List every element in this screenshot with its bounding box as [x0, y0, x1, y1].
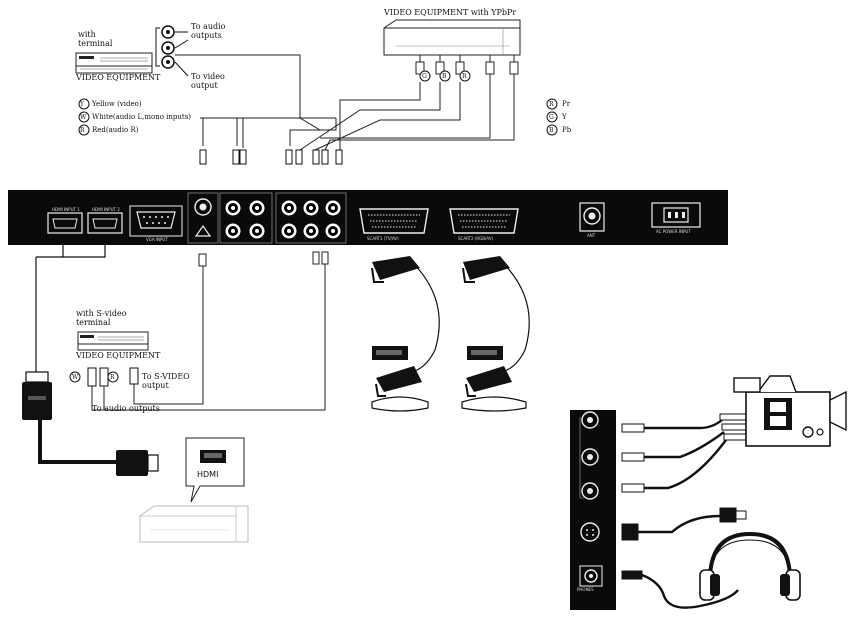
side-cables — [638, 419, 739, 609]
top-plugs — [199, 149, 343, 165]
ypbpr-legend-mark-pr: R — [549, 101, 554, 108]
hdmi-cable — [35, 245, 120, 464]
hdmi-plug-upper — [22, 371, 52, 420]
top-cables — [175, 54, 337, 148]
svideo-to-audio: To audio outputs — [92, 404, 160, 413]
hdmi-callout-label: HDMI — [197, 470, 219, 479]
hdmi-callout — [185, 437, 245, 503]
legend-mark-r: R — [80, 127, 85, 134]
legend-text-w: White(audio L,mono inputs) — [92, 113, 192, 121]
top-device-name: VIDEO EQUIPMENT — [76, 73, 161, 82]
side-panel — [570, 410, 616, 610]
ypbpr-plug-markers — [419, 70, 471, 82]
hdmi1-label: HDMI INPUT 1 — [52, 207, 80, 212]
top-device-with-terminal: with terminal — [78, 30, 113, 48]
top-vga-device — [75, 52, 153, 74]
svideo-plugs — [69, 367, 139, 387]
svideo-plug-w: W — [72, 374, 79, 381]
tv-back-panel — [8, 190, 728, 245]
ant-label: ANT — [587, 233, 596, 238]
ypbpr-legend-text-pb: Pb — [562, 126, 572, 134]
ypbpr-legend-marks — [546, 98, 558, 136]
ypbpr-cables — [299, 55, 519, 151]
ypbpr-plug-r: R — [462, 73, 467, 80]
ypbpr-device — [383, 19, 521, 56]
svideo-with-terminal: with S-video terminal — [76, 309, 127, 327]
headphones — [699, 531, 801, 601]
ypbpr-title: VIDEO EQUIPMENT with YPbPr — [384, 8, 517, 17]
svideo-device-name: VIDEO EQUIPMENT — [76, 351, 161, 360]
ypbpr-plug-g: G — [422, 73, 427, 80]
ypbpr-plug-b: B — [442, 73, 447, 80]
scart2-label: SCART2 (RGB/AV) — [458, 236, 494, 241]
vga-label: VGA INPUT — [146, 237, 168, 242]
ypbpr-legend-text-y: Y — [562, 113, 567, 121]
svideo-device — [77, 331, 149, 351]
hdmi-source-device — [139, 505, 249, 543]
scart-cable-1 — [371, 256, 440, 412]
top-legend-marks — [78, 98, 90, 136]
top-device-jacks — [155, 25, 189, 77]
camera-plugs — [719, 413, 751, 523]
camcorder — [733, 375, 847, 447]
svideo-plug-r: R — [110, 374, 115, 381]
top-device-to-video: To video output — [191, 72, 225, 90]
power-label: AC POWER INPUT — [656, 229, 691, 234]
legend-mark-w: W — [80, 114, 87, 121]
svideo-to-svideo: To S-VIDEO output — [142, 372, 190, 390]
scart1-label: SCART1 (TV/AV) — [367, 236, 399, 241]
legend-text-y: Yellow (video) — [92, 100, 142, 108]
hdmi-plug-lower — [116, 450, 159, 476]
legend-text-r: Red(audio R) — [92, 126, 139, 134]
scart-cable-2 — [461, 256, 530, 412]
svideo-cables — [91, 251, 329, 411]
side-phones-label: PHONES — [577, 587, 594, 592]
ypbpr-legend-text-pr: Pr — [562, 100, 571, 108]
top-device-to-audio: To audio outputs — [191, 22, 226, 40]
ypbpr-legend-mark-pb: B — [549, 127, 554, 134]
ypbpr-legend-mark-y: G — [549, 114, 554, 121]
side-plugs — [621, 423, 645, 580]
legend-mark-y: Y — [80, 101, 84, 108]
hdmi2-label: HDMI INPUT 2 — [92, 207, 120, 212]
